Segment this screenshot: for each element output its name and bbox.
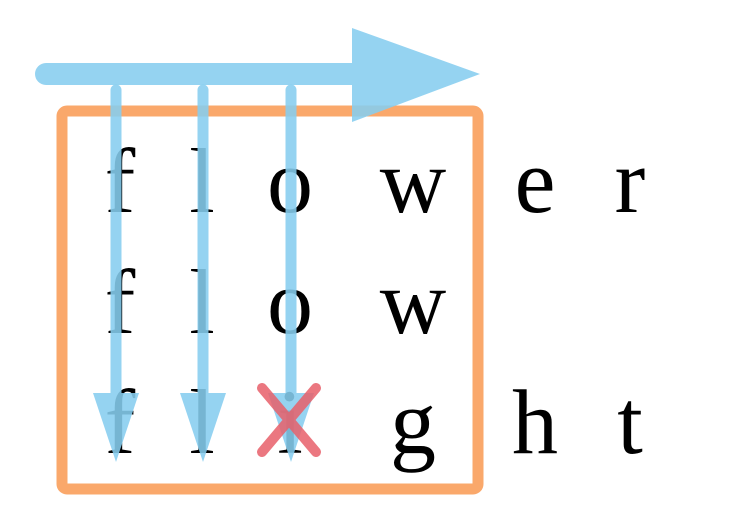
arrow-right-icon xyxy=(35,28,480,122)
arrow-down-icon xyxy=(93,84,139,462)
letter-r2-c5: t xyxy=(617,371,643,473)
letter-r1-c3: w xyxy=(380,251,447,353)
letter-r0-c4: e xyxy=(515,130,556,232)
arrow-down-icon xyxy=(180,84,226,462)
x-mark-icon xyxy=(257,383,321,457)
letter-r0-c5: r xyxy=(615,130,646,232)
letter-r2-c3: g xyxy=(390,371,436,473)
letter-r2-c4: h xyxy=(512,371,558,473)
letter-grid: f l o w e r f l o w f l i g h t xyxy=(105,130,646,473)
column-arrows xyxy=(93,84,314,462)
common-prefix-box xyxy=(56,105,484,495)
letter-r0-c3: w xyxy=(380,130,447,232)
